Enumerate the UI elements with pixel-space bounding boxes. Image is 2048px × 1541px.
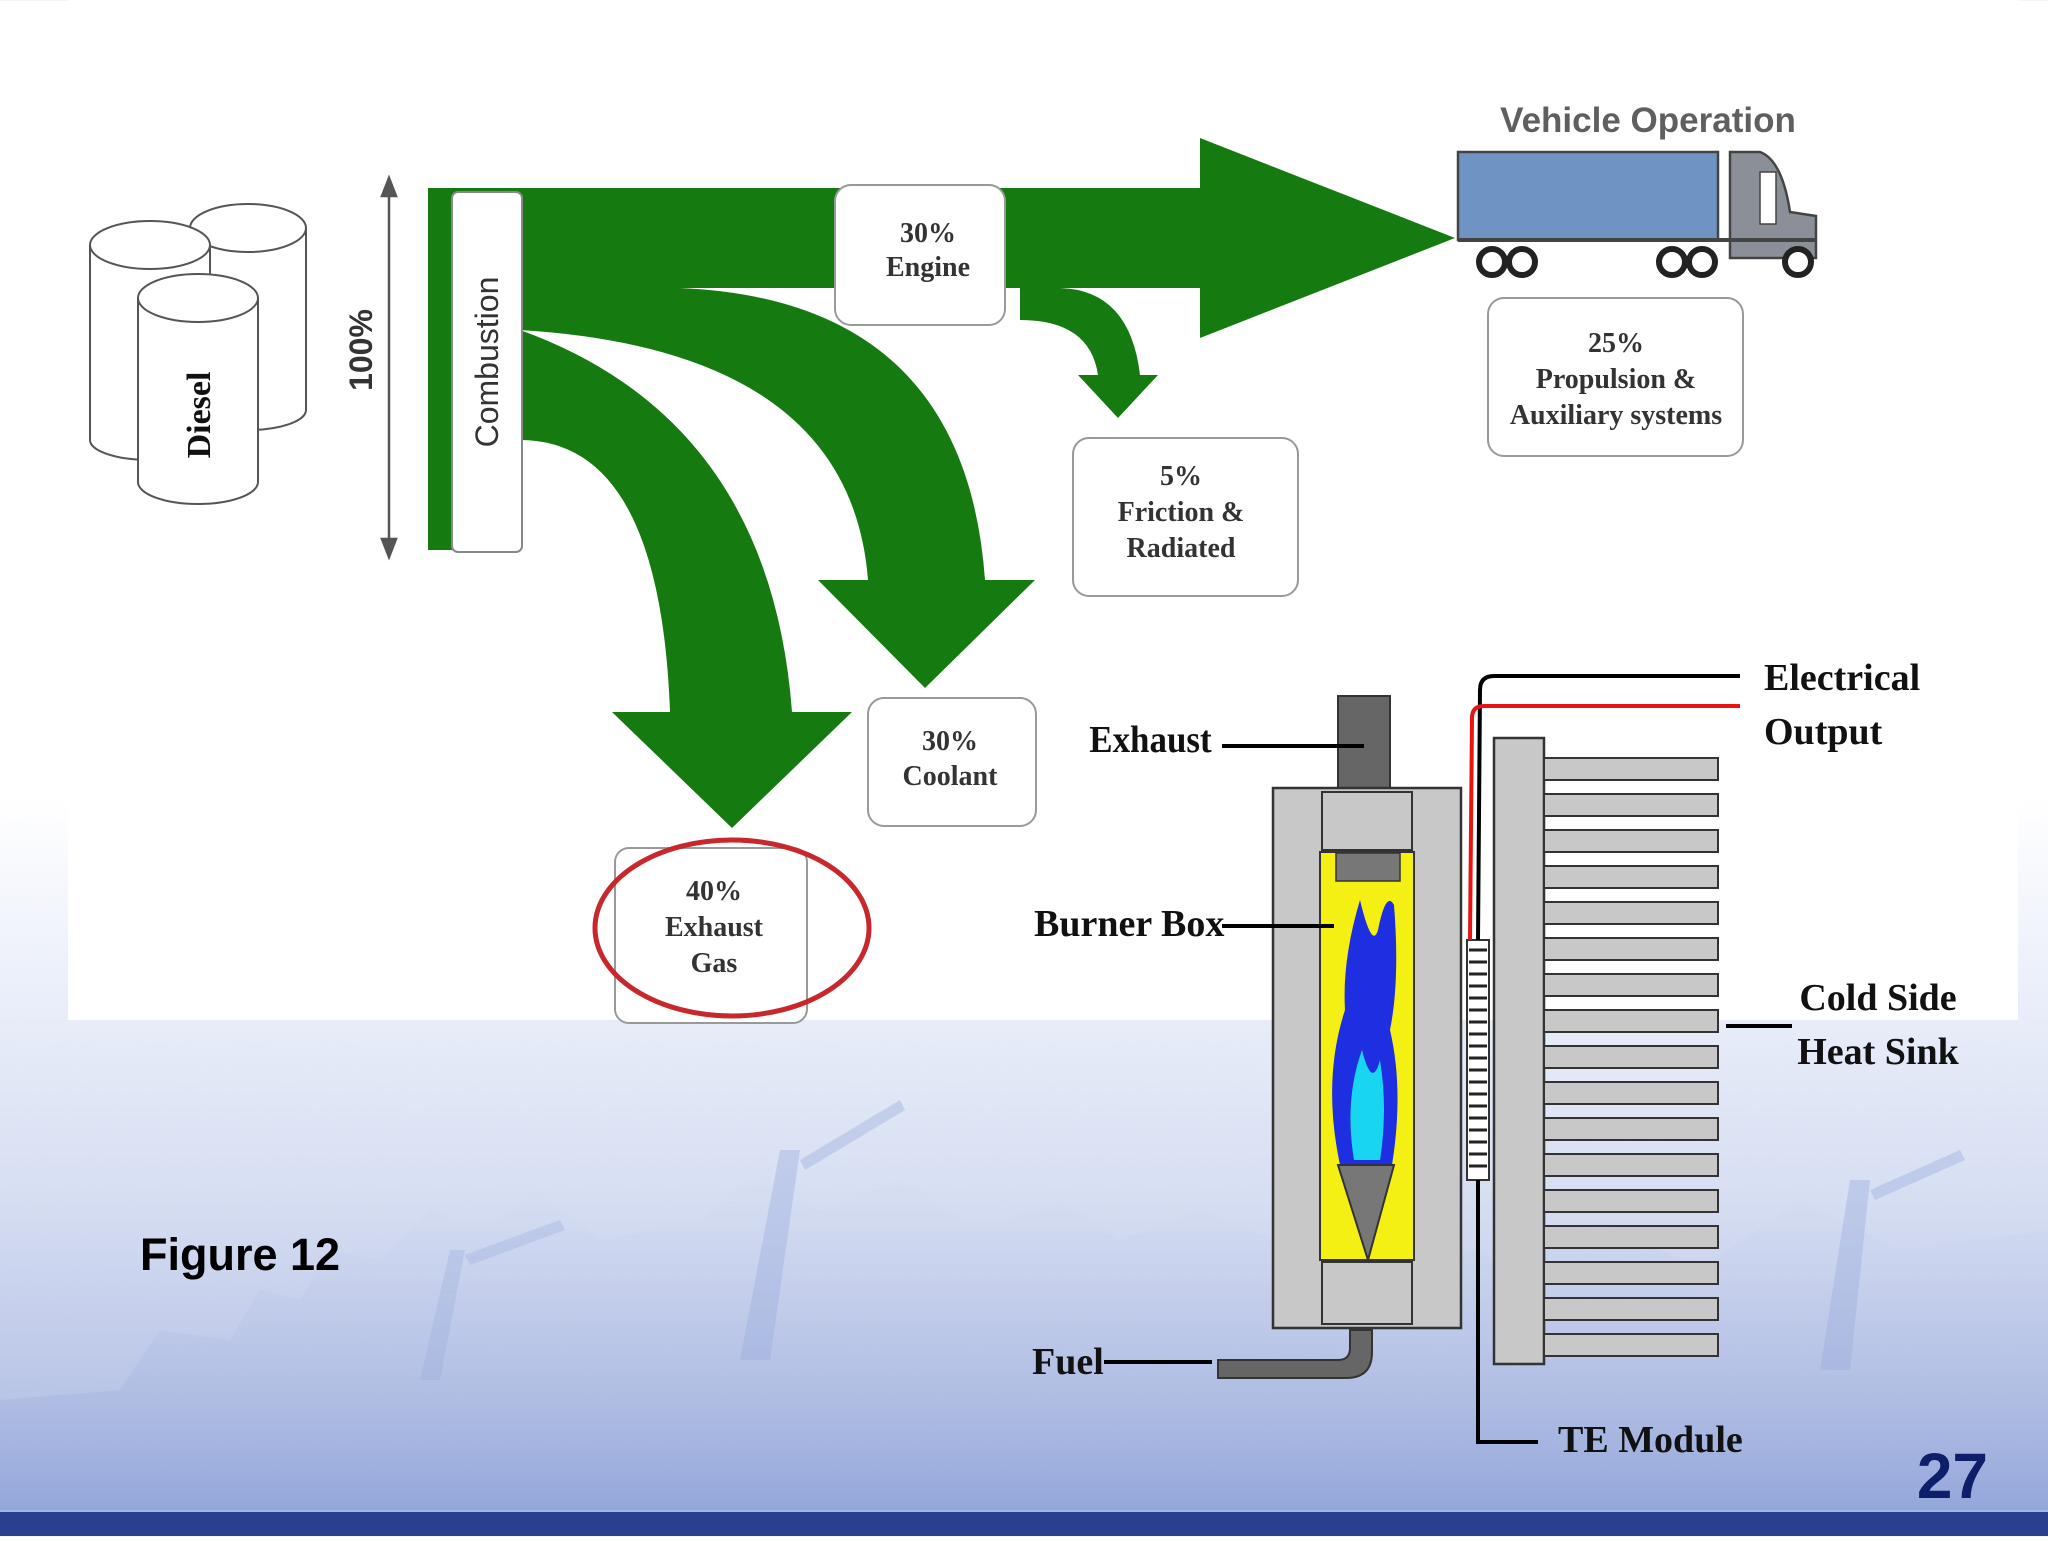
combustion-label: Combustion: [469, 277, 505, 448]
callout-lines: [1104, 744, 1792, 1444]
teg-schematic: Exhaust Burner Box Fuel TE Module Electr…: [1032, 657, 1960, 1461]
friction-label: 5%Friction &Radiated: [1118, 461, 1245, 564]
heat-sink-base: [1492, 736, 1546, 1366]
total-percent: 100%: [343, 309, 379, 391]
coolant-flow: [520, 288, 1035, 688]
exhaust-stack: [1337, 695, 1391, 789]
bottom-rule: [0, 1512, 2048, 1536]
wire-black: [1476, 674, 1740, 941]
diagram-panel: [68, 0, 2018, 1020]
heat-sink-fins: [1543, 757, 1719, 1357]
exhaust-highlight-ring: [592, 837, 872, 1019]
vehicle-operation-label: Vehicle Operation: [1500, 101, 1796, 140]
friction-box: [1072, 437, 1299, 597]
total-arrow: [380, 174, 398, 561]
wire-red: [1468, 704, 1740, 941]
combustion-box: [451, 191, 523, 553]
propulsion-label: 25%Propulsion &Auxiliary systems: [1510, 328, 1722, 431]
burner-box-callout: Burner Box: [1034, 903, 1224, 945]
engine-box: [834, 184, 1006, 326]
page-number: 27: [1917, 1440, 1988, 1512]
exhaust-flow: [520, 330, 852, 828]
exhaust-callout: Exhaust: [1089, 718, 1211, 761]
coolant-label: 30%Coolant: [903, 726, 999, 792]
truck-icon: [1456, 150, 1818, 278]
fuel-pipe: [1217, 1329, 1373, 1379]
engine-label: 30%Engine: [886, 218, 970, 283]
coolant-box: [867, 697, 1037, 827]
friction-flow: [1020, 288, 1158, 418]
te-module-callout: TE Module: [1558, 1419, 1743, 1461]
figure-label: Figure 12: [140, 1229, 340, 1280]
nozzle: [1336, 1164, 1396, 1264]
propulsion-box: [1487, 297, 1744, 457]
fuel-callout: Fuel: [1032, 1341, 1104, 1383]
exhaust-box: [614, 847, 808, 1024]
diesel-label: Diesel: [181, 372, 218, 459]
sankey-diagram: Diesel 100% Combustion 30%Engine 5%Frict…: [89, 101, 1818, 1024]
diesel-barrels: [89, 203, 307, 505]
te-module: [1466, 939, 1490, 1181]
te-module-stripes: [1469, 948, 1487, 1168]
